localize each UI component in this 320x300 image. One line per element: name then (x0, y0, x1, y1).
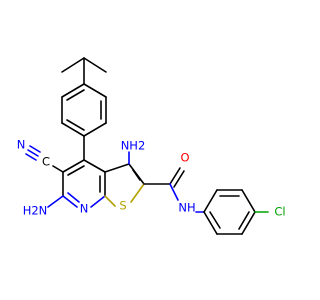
nitrile-nitrogen-label: N (17, 138, 26, 152)
amino-label-left: H2N (23, 204, 48, 218)
pyridine-ring (62, 159, 106, 208)
nitrile-carbon-label: C (42, 155, 50, 169)
molecule-structure: NH2 H2N C N N S O NH Cl (17, 57, 286, 235)
amino-bond-left (47, 195, 64, 208)
amide-nh-label: NH (178, 201, 195, 215)
nitrile-group (25, 145, 64, 173)
phenyl-ring-chloro (195, 189, 269, 235)
thiophene-ring (104, 151, 145, 207)
amino-label-top: NH2 (121, 139, 146, 153)
amide-group (143, 167, 185, 201)
amide-oxygen-label: O (180, 151, 189, 165)
phenyl-ring-upper (61, 83, 107, 161)
thiophene-sulfur-label: S (119, 199, 126, 213)
chlorine-label: Cl (274, 205, 285, 219)
isopropyl-group (61, 57, 107, 85)
pyridine-nitrogen-label: N (80, 202, 89, 216)
